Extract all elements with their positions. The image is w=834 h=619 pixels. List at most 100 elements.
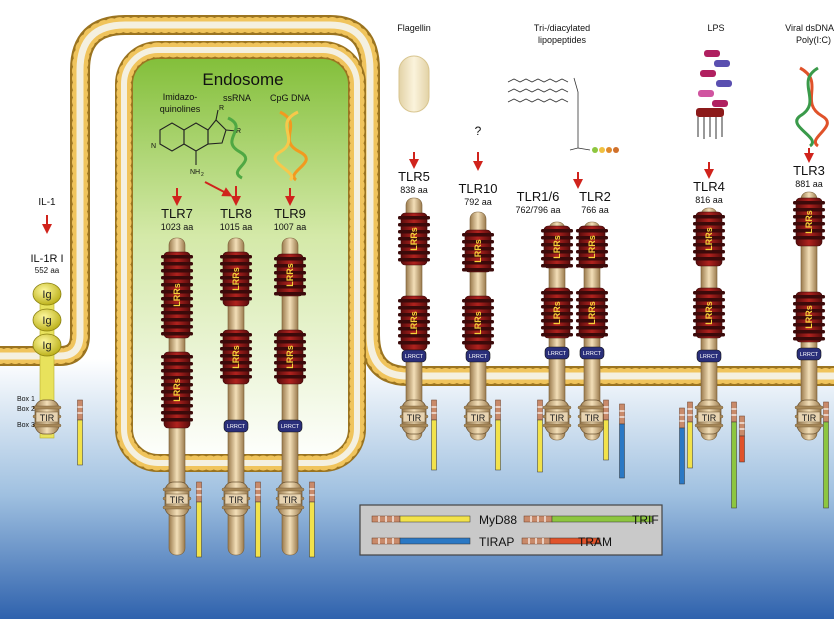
lrr-repeat [693,257,725,261]
lrr-repeat [693,222,725,226]
lrr-repeat [398,244,430,248]
lrr-repeat [793,323,825,327]
lrr-repeat [161,376,193,380]
lrr-repeat [220,375,252,379]
tir-ridge [399,423,429,428]
lrr-repeat [161,318,193,322]
tlr7-name: TLR7 [161,206,193,221]
lrr-repeat [398,306,430,310]
lrr-repeat [274,271,306,275]
lrr-repeat [161,418,193,422]
legend-adaptor-swatch [371,537,471,545]
lrr-repeat [274,264,306,268]
legend-adaptor-swatch [523,515,653,523]
n-label: N [151,143,156,150]
lrr-repeat [541,257,573,261]
adaptor-body [537,419,543,473]
lrr-repeat [161,276,193,280]
legend-myd88: MyD88 [479,513,517,527]
adaptor-protein [739,415,745,463]
lrr-domain: LRRs [398,212,430,266]
lrr-repeat [541,305,573,309]
tlr10-unknown-ligand: ? [475,124,482,138]
ig-label: Ig [42,289,51,301]
lrr-repeat [462,233,494,237]
lrr-repeat [541,333,573,337]
tlr9-name: TLR9 [274,206,306,221]
lrr-repeat [693,305,725,309]
adaptor-body [739,435,745,463]
adaptor-tir-domain [431,399,437,421]
lrr-repeat [576,291,608,295]
adaptor-body [431,419,437,471]
lrr-label: LRRs [804,305,814,329]
lrr-domain: LRRs [793,197,825,247]
lrr-repeat [541,236,573,240]
lrr-label: LRRs [473,311,483,335]
lrr-repeat [462,306,494,310]
lrr-repeat [274,278,306,282]
lrr-repeat [398,341,430,345]
lrr-domain: LRRs [793,291,825,343]
lrr-label: LRRs [473,239,483,263]
tir-label: TIR [407,413,422,423]
ligand-imidazo-line1: Imidazo- [163,92,198,102]
il1r-tir-domain: TIR [32,399,83,466]
box3-label: Box 3 [17,422,35,429]
viral-dsdna-helix-icon [795,66,829,148]
lrr-repeat [274,361,306,365]
r2-label: R [236,128,241,135]
adaptor-tir-domain [537,399,543,421]
adaptor-body [679,427,685,485]
ig-domain-icon [32,308,62,332]
lrr-repeat [541,298,573,302]
lrrct-domain: LRRCT [544,346,570,360]
tir-core [224,493,248,505]
tir-domain: TIR [542,399,572,435]
lrr-repeat [398,230,430,234]
tir-label: TIR [170,495,185,505]
tir-core [545,411,569,423]
tir-ridge [542,405,572,410]
adaptor-protein [309,481,315,558]
lrr-domain: LRRs [541,287,573,339]
tir-label: TIR [802,413,817,423]
lrrct-label: LRRCT [548,351,567,357]
adaptor-tir-domain [309,481,315,503]
lrr-repeat [693,243,725,247]
tir-label: TIR [550,413,565,423]
tir-ridge [162,505,192,510]
tir-ridge [32,423,62,428]
tlr8-name: TLR8 [220,206,252,221]
lrr-repeat [398,237,430,241]
lrr-repeat [274,285,306,289]
lrr-repeat [576,312,608,316]
lrrct-domain: LRRCT [401,349,427,363]
tir-ridge [275,487,305,492]
ligand-lipopeptides-line2: lipopeptides [538,35,587,45]
adaptor-body [823,421,829,509]
lrr-repeat [576,236,608,240]
adaptor-legend: MyD88 TRIF TIRAP TRAM [359,504,663,556]
tir-domain: TIR [32,399,62,435]
adaptor-tir-domain [255,481,261,503]
lrrct-body [544,346,570,360]
tir-core [35,411,59,423]
lrr-domain: LRRs [161,351,193,429]
tir-core [797,411,821,423]
lrr-repeat [576,326,608,330]
adaptor-tir-domain [687,401,693,423]
lrr-repeat [793,222,825,226]
adaptor-protein [679,407,685,485]
lrr-repeat [576,243,608,247]
lrr-repeat [793,309,825,313]
il1r-size: 552 aa [35,266,60,275]
adaptor-body [399,537,471,545]
lrr-repeat [462,240,494,244]
adaptor-tir-domain [495,399,501,421]
lrr-repeat [398,251,430,255]
adaptor-protein [255,481,261,558]
lrr-repeat [693,312,725,316]
